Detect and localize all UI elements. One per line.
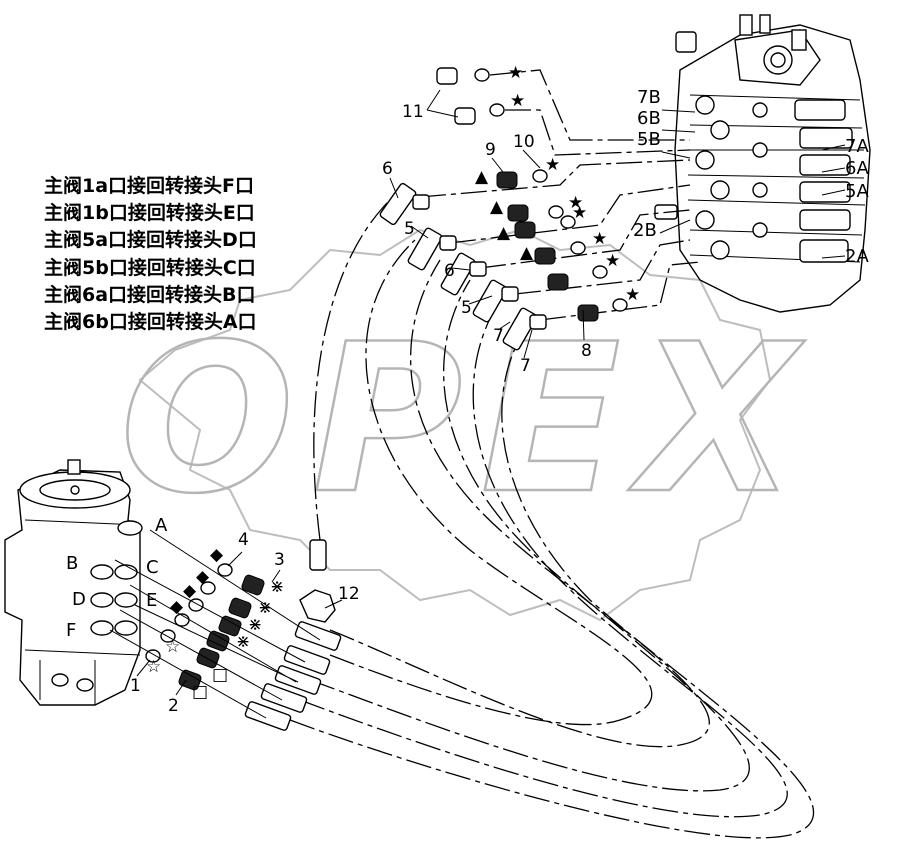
part-10-label: 10 <box>513 132 535 152</box>
legend-line: 主阀6a口接回转接头B口 <box>44 283 256 306</box>
legend-line: 主阀5b口接回转接头C口 <box>44 256 256 279</box>
port-b-label: B <box>66 553 78 574</box>
symbol-marks: ★ ★ ★ ★ ★ ★ ★ ★ ▲ ▲ ▲ ▲ ◆ ◆ ◆ ◆ ☆ ☆ ⋇ ⋇ … <box>146 63 640 702</box>
part-5a-label: 5 <box>404 219 415 239</box>
main-valve-icon <box>654 14 871 313</box>
triangle-symbol: ▲ <box>497 223 511 243</box>
part-5b-label: 5 <box>461 298 472 318</box>
part-6b-label: 6 <box>444 261 455 281</box>
valve-spools <box>794 99 853 263</box>
asterisk-symbol: ⋇ <box>248 615 262 635</box>
port-a-label: A <box>155 515 168 536</box>
square-symbol: □ <box>212 665 228 685</box>
star-symbol: ★ <box>508 63 523 83</box>
star-symbol: ★ <box>625 285 640 305</box>
port-7a-label: 7A <box>845 136 869 157</box>
part-6a-label: 6 <box>382 159 393 179</box>
port-6b-label: 6B <box>637 108 661 129</box>
part-12-label: 12 <box>338 584 360 604</box>
triangle-symbol: ▲ <box>475 167 489 187</box>
part-11-label: 11 <box>402 102 424 122</box>
asterisk-symbol: ⋇ <box>270 577 284 597</box>
asterisk-symbol: ⋇ <box>236 632 250 652</box>
triangle-symbol: ▲ <box>490 197 504 217</box>
swivel-joint-icon <box>4 459 143 706</box>
part-7b-label: 7 <box>520 356 531 376</box>
connection-legend: 主阀1a口接回转接头F口 主阀1b口接回转接头E口 主阀5a口接回转接头D口 主… <box>44 173 257 336</box>
hose-fitting-icon <box>178 574 265 691</box>
diamond-symbol: ◆ <box>183 581 197 601</box>
port-2a-label: 2A <box>845 246 869 267</box>
part-4-label: 4 <box>238 530 249 550</box>
part-3-label: 3 <box>274 550 285 570</box>
port-2b-label: 2B <box>633 220 657 241</box>
legend-line: 主阀1a口接回转接头F口 <box>44 175 255 197</box>
star-symbol: ★ <box>605 251 620 271</box>
star-symbol: ★ <box>568 193 583 213</box>
port-e-label: E <box>146 590 157 611</box>
port-5a-label: 5A <box>845 181 869 202</box>
star-symbol: ★ <box>592 229 607 249</box>
square-symbol: □ <box>192 682 208 702</box>
swivel-side-fittings <box>109 529 342 731</box>
open-star-symbol: ☆ <box>146 657 161 677</box>
hose-lines <box>289 69 815 839</box>
valve-port-labels: 7B 6B 5B 7A 6A 5A 2B 2A <box>633 87 869 267</box>
o-ring-icon <box>145 563 233 663</box>
star-symbol: ★ <box>510 91 525 111</box>
asterisk-symbol: ⋇ <box>258 598 272 618</box>
part-2-label: 2 <box>168 696 179 716</box>
legend-line: 主阀6b口接回转接头A口 <box>44 310 257 333</box>
diamond-symbol: ◆ <box>196 567 210 587</box>
part-number-labels: 1 2 3 4 5 5 6 6 7 7 8 9 10 11 12 <box>130 89 592 716</box>
star-symbol: ★ <box>572 203 587 223</box>
part-8-label: 8 <box>581 341 592 361</box>
part-9-label: 9 <box>485 140 496 160</box>
port-5b-label: 5B <box>637 129 661 150</box>
legend-line: 主阀1b口接回转接头E口 <box>44 202 255 225</box>
watermark-text: OPEX <box>120 301 815 539</box>
port-d-label: D <box>72 589 86 610</box>
part-1-label: 1 <box>130 676 141 696</box>
port-7b-label: 7B <box>637 87 661 108</box>
legend-line: 主阀5a口接回转接头D口 <box>44 229 257 252</box>
port-f-label: F <box>66 620 76 641</box>
star-symbol: ★ <box>545 155 560 175</box>
valve-side-fittings <box>379 67 628 351</box>
part-7a-label: 7 <box>493 326 504 346</box>
diamond-symbol: ◆ <box>210 545 224 565</box>
elbow-fitting-12 <box>299 539 336 623</box>
swivel-port-labels: A B C D E F <box>66 515 168 641</box>
port-c-label: C <box>146 557 159 578</box>
diamond-symbol: ◆ <box>170 597 184 617</box>
port-6a-label: 6A <box>845 158 869 179</box>
valve-ports-left <box>654 95 768 260</box>
open-star-symbol: ☆ <box>165 637 180 657</box>
triangle-symbol: ▲ <box>520 243 534 263</box>
